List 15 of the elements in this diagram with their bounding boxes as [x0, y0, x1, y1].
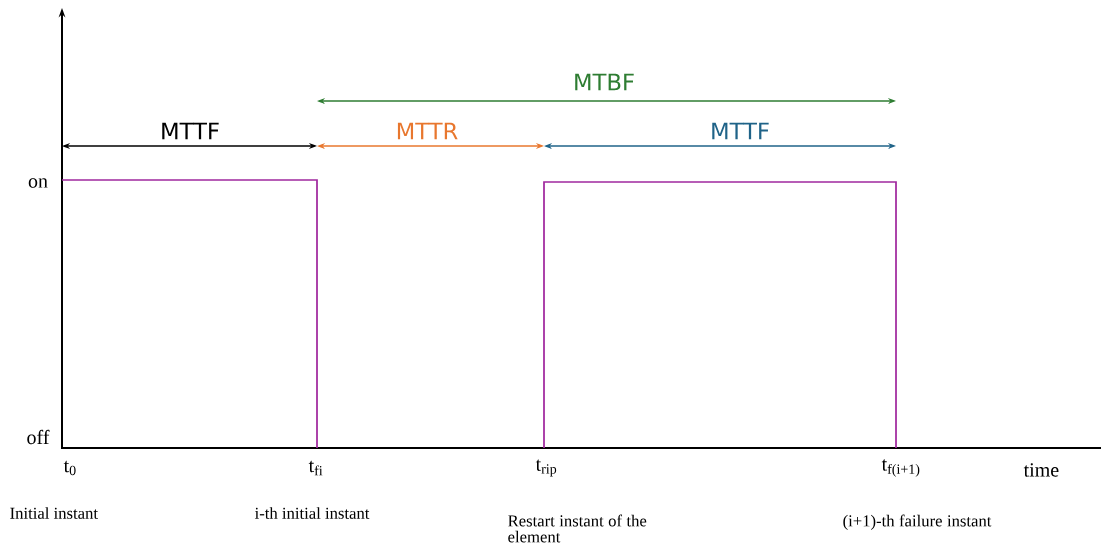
axis-label: off [27, 429, 50, 445]
tick-label: t$_{fi}$ [308, 460, 323, 476]
instant-description: Restart instant of the element [508, 514, 647, 543]
tick-label: t$_{0}$ [63, 460, 76, 476]
axis-label: time [1023, 463, 1059, 477]
instant-description: Initial instant [10, 507, 98, 519]
instant-description: i-th initial instant [254, 507, 370, 519]
dimension-label: MTBF [575, 73, 634, 91]
dimension-label: MTTF [162, 122, 219, 140]
tick-label: t$_{f(i+1)}$ [881, 459, 920, 477]
axis-label: on [28, 178, 48, 188]
tick-label: t$_{rip}$ [535, 459, 557, 477]
dimension-label: MTTF [712, 122, 769, 140]
dimension-label: MTTR [397, 122, 458, 140]
instant-description: (i+1)-th failure instant [843, 514, 992, 530]
